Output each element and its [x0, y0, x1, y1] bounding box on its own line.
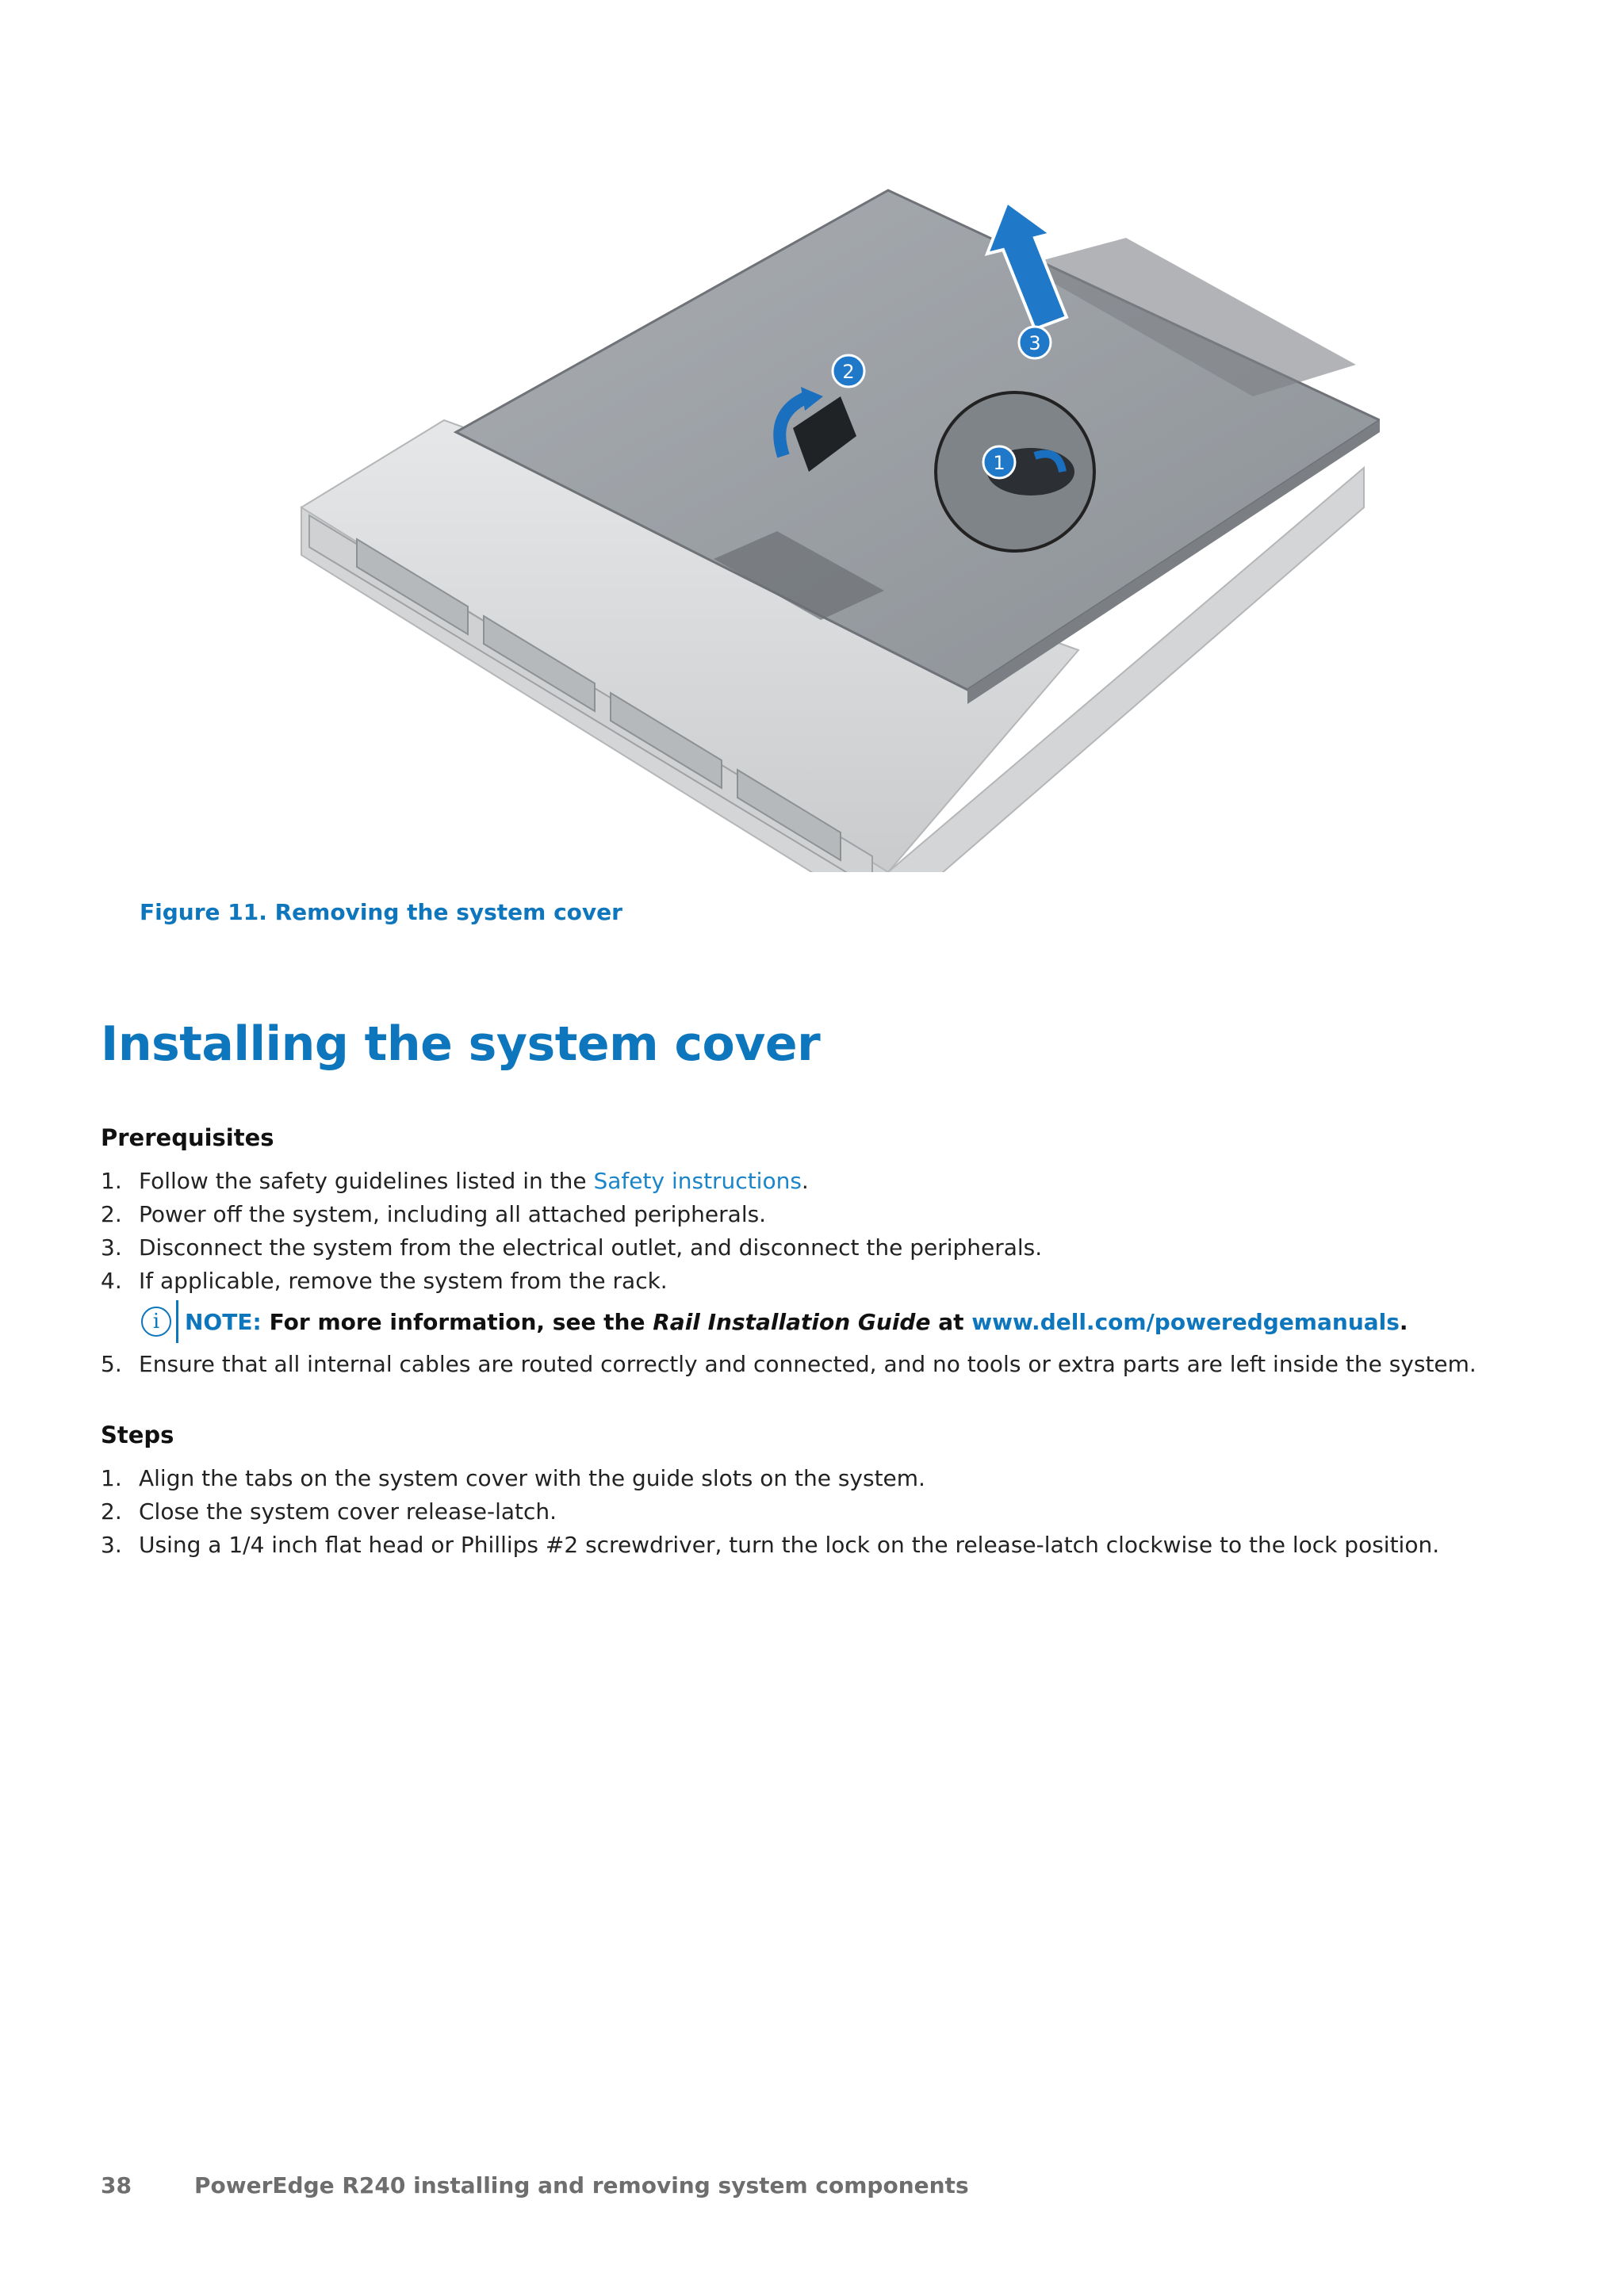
page-number: 38 [101, 2172, 132, 2198]
list-item: 5. Ensure that all internal cables are r… [101, 1351, 1477, 1377]
drive-bay [610, 691, 722, 790]
safety-instructions-link[interactable]: Safety instructions [593, 1168, 802, 1194]
svg-text:2: 2 [842, 361, 854, 383]
server-illustration: 1 2 3 [300, 189, 1380, 872]
note-label: NOTE: [185, 1308, 262, 1335]
steps-heading: Steps [101, 1422, 174, 1448]
steps-list: 1. Align the tabs on the system cover wi… [101, 1462, 1439, 1562]
list-item: 1. Align the tabs on the system cover wi… [101, 1465, 925, 1491]
footer-section-title: PowerEdge R240 installing and removing s… [194, 2172, 969, 2198]
list-item: 3. Using a 1/4 inch flat head or Phillip… [101, 1532, 1440, 1558]
cover-label [714, 531, 884, 620]
list-item: 2. Power off the system, including all a… [101, 1201, 767, 1227]
note-callout: i NOTE: For more information, see the Ra… [141, 1300, 1408, 1343]
lift-arrow [984, 199, 1069, 331]
callout-2: 2 [831, 354, 866, 388]
cover-vent [1023, 238, 1356, 396]
svg-text:1: 1 [993, 452, 1005, 474]
release-latch [793, 396, 856, 472]
list-item: 4. If applicable, remove the system from… [101, 1268, 668, 1294]
arrow-head [801, 387, 823, 411]
drive-bay [483, 614, 596, 713]
lock-arrow [1033, 450, 1067, 473]
figure-caption: Figure 11. Removing the system cover [140, 899, 622, 925]
info-icon: i [141, 1307, 171, 1337]
cover-edge [967, 420, 1380, 704]
prerequisites-list: 1. Follow the safety guidelines listed i… [101, 1165, 1042, 1298]
list-item: 1. Follow the safety guidelines listed i… [101, 1168, 809, 1194]
note-divider [176, 1300, 178, 1343]
figure-removing-system-cover: 1 2 3 [285, 159, 1380, 872]
list-item: 2. Close the system cover release-latch. [101, 1498, 557, 1525]
callout-1: 1 [982, 445, 1017, 480]
callout-3: 3 [1017, 325, 1052, 360]
svg-text:3: 3 [1028, 332, 1040, 354]
note-text: For more information, see the Rail Insta… [269, 1308, 1408, 1335]
list-item: 3. Disconnect the system from the electr… [101, 1234, 1043, 1261]
page-footer: 38 PowerEdge R240 installing and removin… [101, 2172, 969, 2198]
drive-bay [737, 768, 841, 862]
prerequisites-list-continued: 5. Ensure that all internal cables are r… [101, 1348, 1477, 1381]
drive-bay [356, 538, 469, 636]
poweredge-manuals-link[interactable]: www.dell.com/poweredgemanuals [971, 1308, 1400, 1335]
prerequisites-heading: Prerequisites [101, 1124, 274, 1151]
rotate-arrow [773, 390, 812, 458]
page-title: Installing the system cover [101, 1016, 821, 1072]
